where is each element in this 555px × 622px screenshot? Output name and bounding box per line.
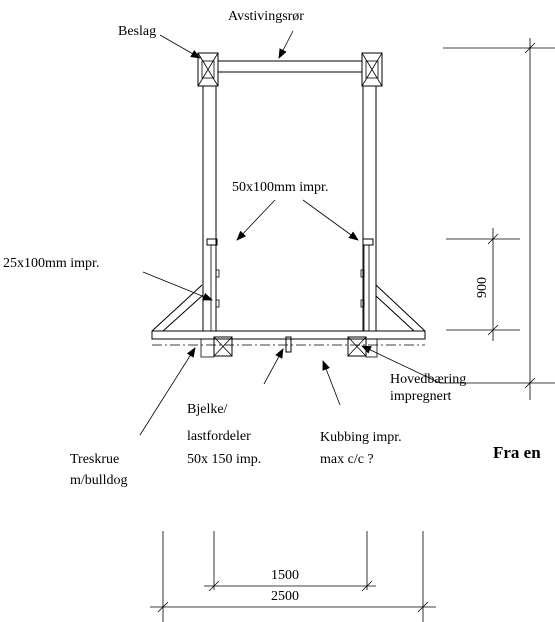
- beam-load-distributor: [151, 330, 426, 340]
- bracing-tube: [217, 60, 363, 73]
- label-avstivingsror: Avstivingsrør: [228, 9, 304, 24]
- label-treskrue: Treskrue: [70, 452, 119, 467]
- right-dimensions: [443, 38, 555, 400]
- center-blocking: [285, 336, 292, 353]
- dim-1500: 1500: [271, 568, 299, 583]
- label-50x100-impr: 50x100mm impr.: [232, 180, 328, 195]
- right-post-cap: [362, 238, 374, 246]
- platform: [151, 284, 426, 346]
- left-brace: [151, 284, 203, 332]
- label-bulldog: m/bulldog: [70, 473, 128, 488]
- left-bearer: [213, 336, 233, 357]
- label-kubbing: Kubbing impr.: [320, 430, 402, 445]
- leaders: [139, 30, 500, 436]
- bottom-dimensions: [150, 531, 436, 622]
- label-bjelke: Bjelke/: [187, 402, 228, 417]
- dim-2500: 2500: [271, 589, 299, 604]
- label-impregnert: impregnert: [390, 389, 452, 404]
- label-fra-en: Fra en: [493, 443, 541, 462]
- right-brace: [375, 284, 426, 332]
- label-50x150-imp: 50x 150 imp.: [187, 452, 261, 467]
- label-25x100-impr: 25x100mm impr.: [3, 256, 99, 271]
- left-bearer-post: [200, 338, 215, 358]
- label-beslag: Beslag: [118, 24, 156, 39]
- lower-posts: [206, 238, 374, 332]
- main-bearers: [200, 336, 378, 358]
- label-lastfordeler: lastfordeler: [187, 429, 251, 444]
- right-post: [362, 85, 377, 332]
- label-hovedbaering: Hovedbæring: [390, 372, 466, 387]
- labels: Beslag Avstivingsrør 50x100mm impr. 25x1…: [3, 9, 541, 604]
- right-bearer-post: [365, 338, 378, 358]
- label-max-cc: max c/c ?: [320, 452, 374, 467]
- left-post: [202, 85, 217, 332]
- dim-900: 900: [475, 277, 490, 298]
